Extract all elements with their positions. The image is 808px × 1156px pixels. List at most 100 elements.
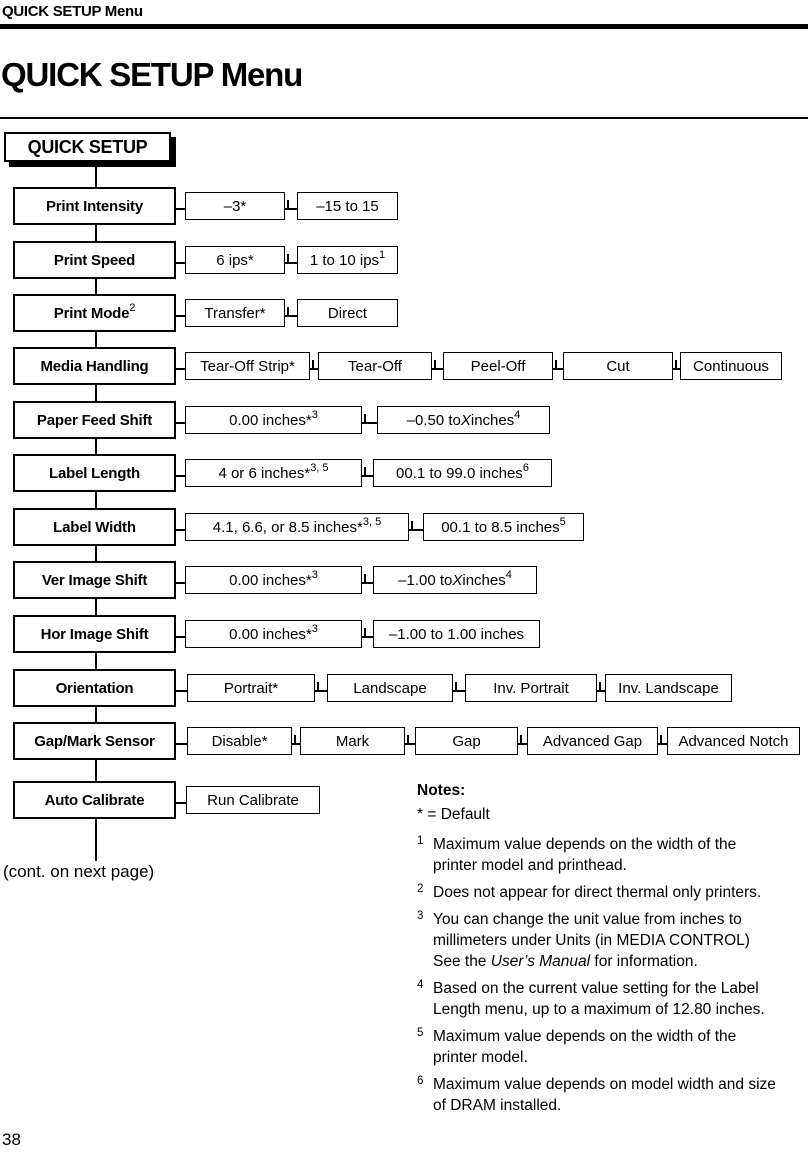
tree-connector-horizontal	[285, 315, 297, 317]
value-box-print-mode-2-2: Direct	[297, 299, 398, 327]
text-segment: Cut	[606, 357, 630, 375]
value-box-label-length-1: 4 or 6 inches* 3, 5	[185, 459, 362, 487]
text-segment: Advanced Gap	[542, 732, 643, 750]
menu-box-paper-feed-shift: Paper Feed Shift	[13, 401, 176, 439]
text-segment: for information.	[590, 953, 698, 970]
menu-box-ver-image-shift: Ver Image Shift	[13, 561, 176, 599]
page-title: QUICK SETUP Menu	[1, 56, 303, 93]
tree-connector-elbow	[287, 307, 289, 317]
tree-connector-horizontal	[310, 368, 318, 370]
value-box-gap-mark-sensor-1: Disable*	[187, 727, 292, 755]
tree-connector-horizontal	[597, 690, 605, 692]
text-segment: Disable*	[211, 732, 268, 750]
text-segment: Auto Calibrate	[44, 791, 145, 809]
tree-connector-horizontal	[176, 368, 185, 370]
tree-connector-horizontal	[553, 368, 563, 370]
value-box-label-length-2: 00.1 to 99.0 inches 6	[373, 459, 552, 487]
text-segment: Portrait*	[223, 679, 279, 697]
text-segment: Maximum value depends on the width of th…	[433, 1028, 737, 1045]
tree-connector-vertical	[95, 439, 97, 454]
tree-connector-elbow	[312, 360, 314, 370]
note-ref: 6	[417, 1075, 424, 1087]
tree-connector-elbow	[287, 200, 289, 210]
menu-box-media-handling: Media Handling	[13, 347, 176, 385]
text-segment: Orientation	[55, 679, 134, 697]
text-segment: 0.00 inches*	[229, 625, 312, 643]
text-segment: 0.00 inches*	[229, 571, 312, 589]
tree-connector-horizontal	[285, 262, 297, 264]
text-segment: Label Length	[49, 464, 140, 482]
tree-connector-elbow	[364, 467, 366, 477]
value-box-hor-image-shift-2: –1.00 to 1.00 inches	[373, 620, 540, 648]
tree-connector-vertical	[95, 707, 97, 722]
text-segment: You can change the unit value from inche…	[433, 911, 742, 928]
value-box-auto-calibrate-1: Run Calibrate	[186, 786, 320, 814]
text-segment: Length menu, up to a maximum of 12.80 in…	[433, 1001, 765, 1018]
tree-connector-horizontal	[176, 690, 187, 692]
value-box-gap-mark-sensor-4: Advanced Gap	[527, 727, 658, 755]
text-segment: 4.1, 6.6, or 8.5 inches*	[212, 518, 363, 536]
value-box-print-speed-1: 6 ips*	[185, 246, 285, 274]
menu-box-auto-calibrate: Auto Calibrate	[13, 781, 176, 819]
title-rule	[0, 117, 808, 119]
tree-connector-horizontal	[658, 743, 667, 745]
text-segment: Media Handling	[40, 357, 149, 375]
text-segment: 00.1 to 8.5 inches	[441, 518, 560, 536]
value-box-print-intensity-2: –15 to 15	[297, 192, 398, 220]
tree-connector-horizontal	[176, 208, 185, 210]
value-box-media-handling-2: Tear-Off	[318, 352, 432, 380]
text-segment: millimeters under Units (in MEDIA CONTRO…	[433, 932, 750, 949]
text-segment: Run Calibrate	[207, 791, 299, 809]
tree-connector-vertical	[95, 819, 97, 861]
text-segment: 3, 5	[310, 462, 329, 474]
note-ref: 4	[417, 979, 424, 991]
value-box-gap-mark-sensor-3: Gap	[415, 727, 518, 755]
text-segment: Tear-Off	[348, 357, 402, 375]
text-segment: Based on the current value setting for t…	[433, 980, 759, 997]
quick-setup-root-box: QUICK SETUP	[4, 132, 171, 162]
text-segment: Transfer*	[204, 304, 266, 322]
tree-connector-vertical	[95, 492, 97, 508]
tree-connector-elbow	[364, 414, 366, 424]
value-box-ver-image-shift-1: 0.00 inches* 3	[185, 566, 362, 594]
text-segment: 5	[559, 516, 566, 528]
tree-connector-elbow	[455, 682, 457, 692]
tree-connector-horizontal	[176, 743, 187, 745]
value-box-print-mode-2-1: Transfer*	[185, 299, 285, 327]
tree-connector-elbow	[520, 735, 522, 745]
text-segment: X	[452, 571, 463, 589]
tree-connector-horizontal	[176, 582, 185, 584]
text-segment: printer model and printhead.	[433, 857, 627, 874]
text-segment: Tear-Off Strip*	[200, 357, 295, 375]
tree-connector-elbow	[675, 360, 677, 370]
page-number: 38	[2, 1130, 21, 1149]
tree-connector-elbow	[411, 521, 413, 531]
tree-connector-elbow	[434, 360, 436, 370]
text-segment: Direct	[327, 304, 368, 322]
text-segment: 3	[311, 623, 318, 635]
menu-box-label-width: Label Width	[13, 508, 176, 546]
tree-connector-vertical	[95, 653, 97, 669]
continuation-note: (cont. on next page)	[3, 862, 155, 881]
text-segment: Label Width	[53, 518, 136, 536]
tree-connector-vertical	[95, 332, 97, 347]
value-box-gap-mark-sensor-2: Mark	[300, 727, 405, 755]
text-segment: 1 to 10 ips	[309, 251, 380, 269]
tree-connector-horizontal	[176, 636, 185, 638]
tree-connector-horizontal	[409, 529, 423, 531]
value-box-label-width-2: 00.1 to 8.5 inches 5	[423, 513, 584, 541]
tree-connector-horizontal	[285, 208, 297, 210]
tree-connector-vertical	[95, 279, 97, 294]
value-box-media-handling-1: Tear-Off Strip*	[185, 352, 310, 380]
value-box-orientation-4: Inv. Landscape	[605, 674, 732, 702]
tree-connector-elbow	[317, 682, 319, 692]
tree-connector-horizontal	[673, 368, 680, 370]
note-item: 4 Based on the current value setting for …	[417, 978, 808, 1020]
value-box-media-handling-4: Cut	[563, 352, 673, 380]
value-box-ver-image-shift-2: –1.00 to X inches 4	[373, 566, 537, 594]
text-segment: 4	[514, 409, 521, 421]
tree-connector-horizontal	[315, 690, 327, 692]
text-segment: –1.00 to 1.00 inches	[388, 625, 525, 643]
text-segment: of DRAM installed.	[433, 1097, 562, 1114]
